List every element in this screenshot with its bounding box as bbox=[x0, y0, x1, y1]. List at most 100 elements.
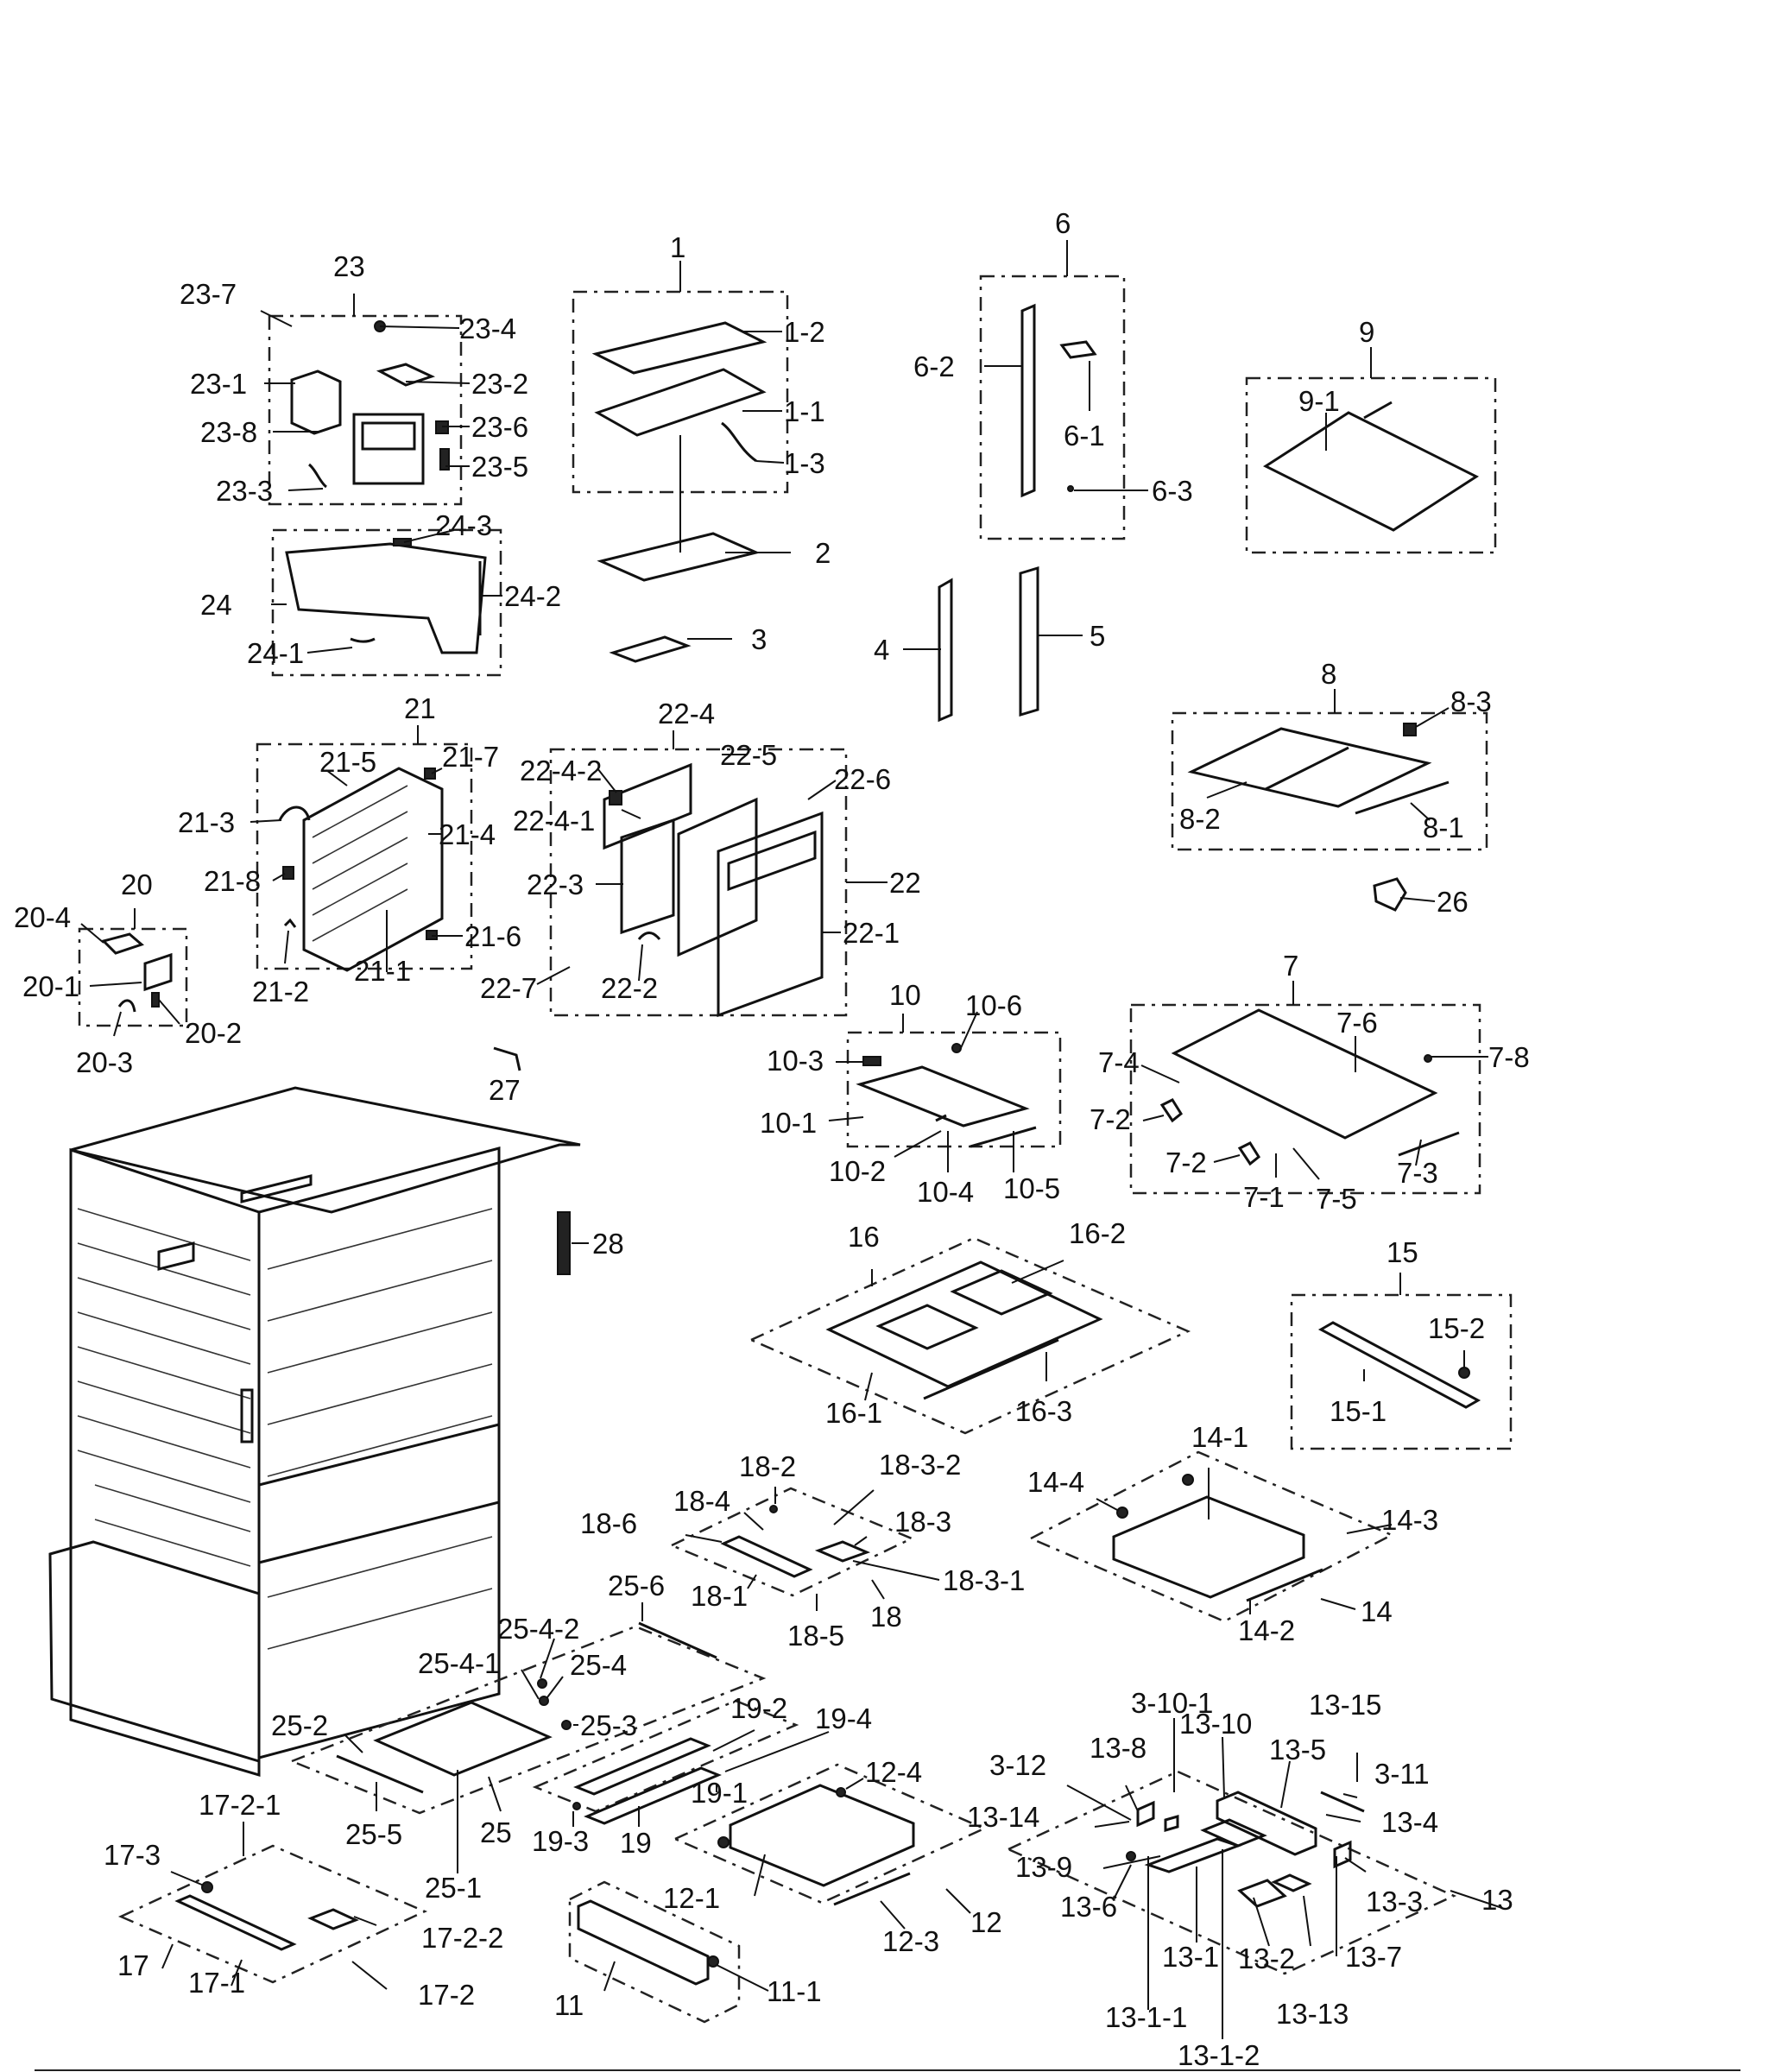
label-13-10: 13-10 bbox=[1179, 1708, 1252, 1740]
dispenser-screw bbox=[1126, 1851, 1136, 1861]
shelf-10-trim bbox=[970, 1126, 1037, 1148]
label-22-1: 22-1 bbox=[843, 917, 900, 949]
panel-17-screw bbox=[201, 1881, 213, 1893]
cabinet-control-box bbox=[240, 1174, 313, 1203]
drawer-cap-right bbox=[1182, 1474, 1194, 1486]
label-14-3: 14-3 bbox=[1381, 1504, 1438, 1536]
label-12-3: 12-3 bbox=[882, 1925, 939, 1957]
tray-body bbox=[373, 1701, 553, 1777]
label-23-4: 23-4 bbox=[459, 313, 516, 344]
label-21-6: 21-6 bbox=[464, 920, 521, 952]
label-13-9: 13-9 bbox=[1015, 1851, 1072, 1883]
label-17-1: 17-1 bbox=[188, 1967, 245, 1999]
label-9-1: 9-1 bbox=[1298, 385, 1340, 417]
label-8: 8 bbox=[1321, 658, 1336, 690]
label-24: 24 bbox=[200, 589, 232, 621]
label-19-4: 19-4 bbox=[815, 1702, 872, 1734]
group-7-boundary bbox=[1129, 1003, 1481, 1195]
label-18-2: 18-2 bbox=[739, 1450, 796, 1482]
cabinet-interior-ribs bbox=[267, 1208, 493, 1650]
fan-cover-grille bbox=[727, 830, 817, 892]
evaporator-coil bbox=[302, 767, 444, 972]
label-17-2: 17-2 bbox=[418, 1979, 475, 2011]
group-7-shelf bbox=[1129, 981, 1481, 1195]
cabinet-mullion bbox=[258, 1423, 500, 1487]
dispenser-bracket bbox=[1333, 1840, 1352, 1869]
label-23-1: 23-1 bbox=[190, 368, 247, 400]
label-17: 17 bbox=[117, 1949, 149, 1981]
panel-17-bracket bbox=[307, 1908, 359, 1930]
cover-19-upper bbox=[573, 1737, 711, 1796]
group-8-boundary bbox=[1171, 711, 1488, 851]
label-1: 1 bbox=[670, 231, 685, 263]
group-15-rail bbox=[1290, 1273, 1513, 1450]
cabinet-top bbox=[70, 1086, 581, 1214]
group-9-boundary bbox=[1245, 376, 1497, 554]
label-25-1: 25-1 bbox=[425, 1872, 482, 1904]
divider-trim bbox=[923, 1338, 1059, 1400]
shelf-7-bracket-lower bbox=[1237, 1141, 1260, 1166]
ice-maker-sensor bbox=[439, 448, 450, 471]
cover-18-plate bbox=[814, 1540, 871, 1563]
dispenser-switch bbox=[1136, 1800, 1155, 1828]
refrigerator-cabinet bbox=[48, 1086, 581, 1778]
label-16-3: 16-3 bbox=[1015, 1395, 1072, 1427]
rail-body bbox=[1317, 1321, 1481, 1409]
label-16: 16 bbox=[848, 1221, 880, 1253]
label-8-1: 8-1 bbox=[1423, 812, 1464, 843]
cabinet-divider bbox=[258, 1500, 500, 1564]
cover-11-cap bbox=[707, 1955, 719, 1968]
label-21-2: 21-2 bbox=[252, 976, 309, 1008]
label-23-8: 23-8 bbox=[200, 416, 257, 448]
label-23-3: 23-3 bbox=[216, 475, 273, 507]
shelf-10-frame bbox=[856, 1065, 1030, 1128]
group-1-cover-assembly bbox=[572, 261, 789, 553]
label-3-10-1: 3-10-1 bbox=[1131, 1687, 1213, 1719]
label-22: 22 bbox=[889, 867, 921, 899]
label-3-11: 3-11 bbox=[1374, 1758, 1430, 1790]
rail-screw bbox=[1458, 1367, 1470, 1379]
label-23-5: 23-5 bbox=[471, 451, 528, 483]
label-13-14: 13-14 bbox=[967, 1801, 1039, 1833]
ice-maker-bracket bbox=[290, 370, 342, 435]
group-23-boundary bbox=[268, 314, 463, 506]
label-22-4: 22-4 bbox=[658, 698, 715, 730]
label-13-4: 13-4 bbox=[1381, 1806, 1438, 1838]
label-21-4: 21-4 bbox=[439, 818, 496, 850]
cover-18-screw bbox=[769, 1505, 778, 1513]
cabinet-hinge bbox=[240, 1388, 254, 1443]
label-17-2-2: 17-2-2 bbox=[421, 1922, 503, 1954]
label-10-5: 10-5 bbox=[1003, 1172, 1060, 1204]
label-7-4: 7-4 bbox=[1098, 1046, 1140, 1078]
label-7-5: 7-5 bbox=[1316, 1183, 1357, 1215]
shelf-7-glass bbox=[1171, 1008, 1438, 1140]
label-16-1: 16-1 bbox=[825, 1397, 882, 1429]
label-13-2: 13-2 bbox=[1238, 1942, 1295, 1974]
evaporator-fuse bbox=[283, 918, 297, 928]
group-19-cover bbox=[532, 1699, 799, 1825]
damper-motor bbox=[143, 952, 173, 992]
part-3-bracket bbox=[609, 635, 692, 663]
group-22-boundary bbox=[549, 748, 848, 1017]
tray-rail-front bbox=[336, 1754, 424, 1794]
drawer-cap-left bbox=[1116, 1507, 1128, 1519]
cover-19-screw bbox=[572, 1802, 581, 1810]
hinge-bracket bbox=[1059, 340, 1097, 359]
dispenser-trim bbox=[1320, 1791, 1365, 1813]
label-14-2: 14-2 bbox=[1238, 1614, 1295, 1646]
label-19: 19 bbox=[620, 1827, 652, 1859]
label-25-2: 25-2 bbox=[271, 1709, 328, 1741]
label-7: 7 bbox=[1283, 950, 1298, 982]
evaporator-fins bbox=[312, 785, 408, 942]
label-22-7: 22-7 bbox=[480, 972, 537, 1004]
group-24-ice-bucket bbox=[271, 528, 502, 677]
group-25-boundary bbox=[288, 1625, 767, 1815]
label-13: 13 bbox=[1481, 1884, 1513, 1916]
ice-maker-body bbox=[352, 413, 425, 485]
damper-cover bbox=[101, 932, 144, 955]
label-20-3: 20-3 bbox=[76, 1046, 133, 1078]
label-28: 28 bbox=[592, 1228, 624, 1260]
shelf-trim bbox=[1355, 780, 1450, 815]
label-13-8: 13-8 bbox=[1090, 1732, 1146, 1764]
